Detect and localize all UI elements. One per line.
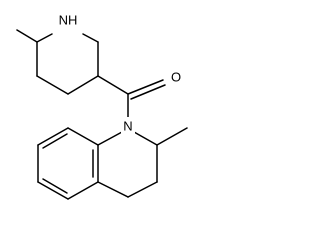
bond bbox=[36, 75, 69, 95]
bond bbox=[67, 127, 99, 146]
bond bbox=[127, 181, 158, 198]
bond bbox=[82, 33, 99, 43]
molecule-structure: NH O N bbox=[16, 11, 188, 200]
n-atom-label: N bbox=[123, 119, 132, 134]
bond bbox=[16, 29, 38, 43]
bond-lines bbox=[16, 29, 188, 200]
bond bbox=[133, 131, 158, 146]
bond bbox=[130, 84, 166, 100]
bond bbox=[42, 133, 68, 149]
bond bbox=[97, 131, 123, 146]
nh-atom-label: NH bbox=[59, 13, 78, 28]
o-atom-label: O bbox=[171, 70, 181, 85]
o-label-background bbox=[169, 69, 183, 87]
bond bbox=[127, 79, 164, 95]
nh-label-background bbox=[55, 11, 82, 29]
n-label-background bbox=[121, 117, 135, 135]
bond bbox=[97, 75, 129, 95]
bond bbox=[42, 178, 68, 194]
bond bbox=[156, 127, 188, 146]
bond bbox=[67, 181, 99, 200]
bond bbox=[37, 127, 69, 146]
bond bbox=[37, 181, 69, 200]
atom-labels: NH O N bbox=[55, 11, 183, 135]
bond bbox=[97, 181, 129, 198]
bond bbox=[67, 75, 99, 95]
bond bbox=[36, 33, 53, 43]
